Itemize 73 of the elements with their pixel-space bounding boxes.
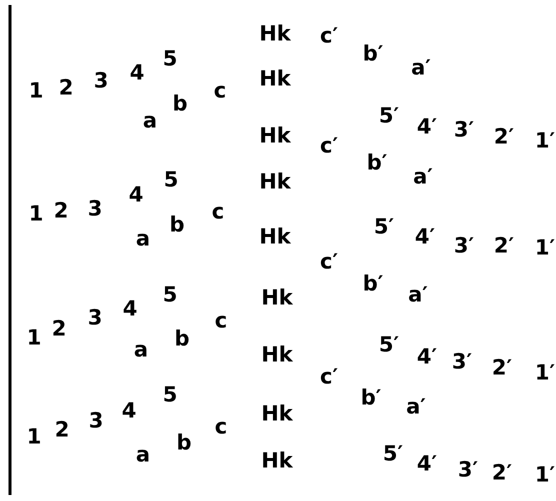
locus-label: 2: [54, 200, 68, 222]
locus-label: 5′: [382, 444, 404, 464]
locus-label: b: [174, 328, 190, 350]
locus-label: a′: [411, 58, 431, 78]
locus-label: a′: [413, 166, 433, 188]
locus-label: 4: [130, 62, 144, 84]
locus-label: Hk: [259, 226, 291, 248]
locus-label: c: [212, 202, 224, 222]
locus-label: b′: [362, 44, 384, 64]
locus-label: 1: [26, 426, 42, 448]
locus-label: 2′: [494, 126, 514, 148]
locus-label: 2′: [494, 236, 514, 256]
locus-label: 1: [28, 80, 44, 102]
locus-label: 5′: [374, 216, 394, 238]
locus-label: 2: [54, 420, 70, 440]
locus-label: 1: [26, 328, 42, 348]
locus-label: c: [214, 80, 226, 102]
locus-label: 2: [58, 78, 74, 98]
locus-label: 3′: [458, 460, 478, 480]
locus-label: 4: [122, 298, 138, 320]
locus-label: 3: [88, 410, 104, 432]
locus-label: b: [172, 94, 188, 114]
locus-label: c: [214, 416, 228, 438]
locus-label: c′: [320, 252, 338, 272]
locus-label: a: [134, 340, 148, 360]
locus-label: a′: [406, 396, 426, 418]
locus-label: b′: [360, 388, 382, 408]
locus-label: c′: [320, 366, 338, 388]
locus-label: 3: [88, 198, 102, 220]
locus-label: 1: [28, 204, 44, 224]
locus-label: 3′: [454, 120, 474, 140]
locus-label: 1′: [534, 464, 556, 486]
locus-label: a: [136, 228, 150, 250]
locus-label: 4: [122, 400, 136, 422]
locus-label: a: [142, 110, 158, 132]
locus-label: 5: [162, 384, 178, 406]
locus-label: a: [136, 444, 150, 466]
locus-label: 4: [128, 184, 144, 206]
locus-label: 2′: [492, 358, 512, 378]
locus-label: 3′: [454, 236, 474, 256]
locus-label: 5′: [378, 106, 400, 126]
locus-label: 3′: [452, 352, 472, 372]
locus-label: Hk: [261, 404, 293, 424]
locus-label: Hk: [259, 172, 291, 192]
locus-label: b: [169, 214, 185, 236]
locus-label: c′: [320, 136, 338, 156]
locus-label: 1′: [534, 238, 556, 258]
locus-label: 4′: [416, 116, 438, 138]
locus-label: 3: [94, 70, 108, 92]
locus-label: 2: [52, 318, 66, 340]
locus-label: 5: [162, 284, 178, 306]
locus-label: 4′: [414, 226, 436, 248]
locus-label: Hk: [259, 24, 291, 44]
locus-label: a′: [408, 284, 428, 306]
locus-label: 1′: [534, 362, 556, 384]
locus-label: c: [214, 310, 228, 332]
locus-label: 4′: [416, 346, 438, 368]
locus-label: 3: [88, 308, 102, 328]
locus-label: 5: [162, 48, 178, 70]
locus-label: 1′: [534, 130, 556, 152]
locus-label: Hk: [261, 288, 293, 308]
locus-label: Hk: [259, 68, 291, 90]
locus-label: 5′: [378, 334, 400, 356]
locus-label: c′: [320, 26, 338, 46]
locus-label: b′: [362, 274, 384, 294]
locus-label: Hk: [259, 126, 291, 146]
locus-label: b: [176, 432, 192, 454]
locus-label: 4′: [416, 454, 438, 474]
locus-label: 5: [164, 170, 178, 190]
locus-label: Hk: [261, 344, 293, 366]
locus-label: b′: [366, 152, 388, 174]
locus-label: Hk: [261, 450, 293, 472]
locus-label: 2′: [492, 462, 512, 484]
